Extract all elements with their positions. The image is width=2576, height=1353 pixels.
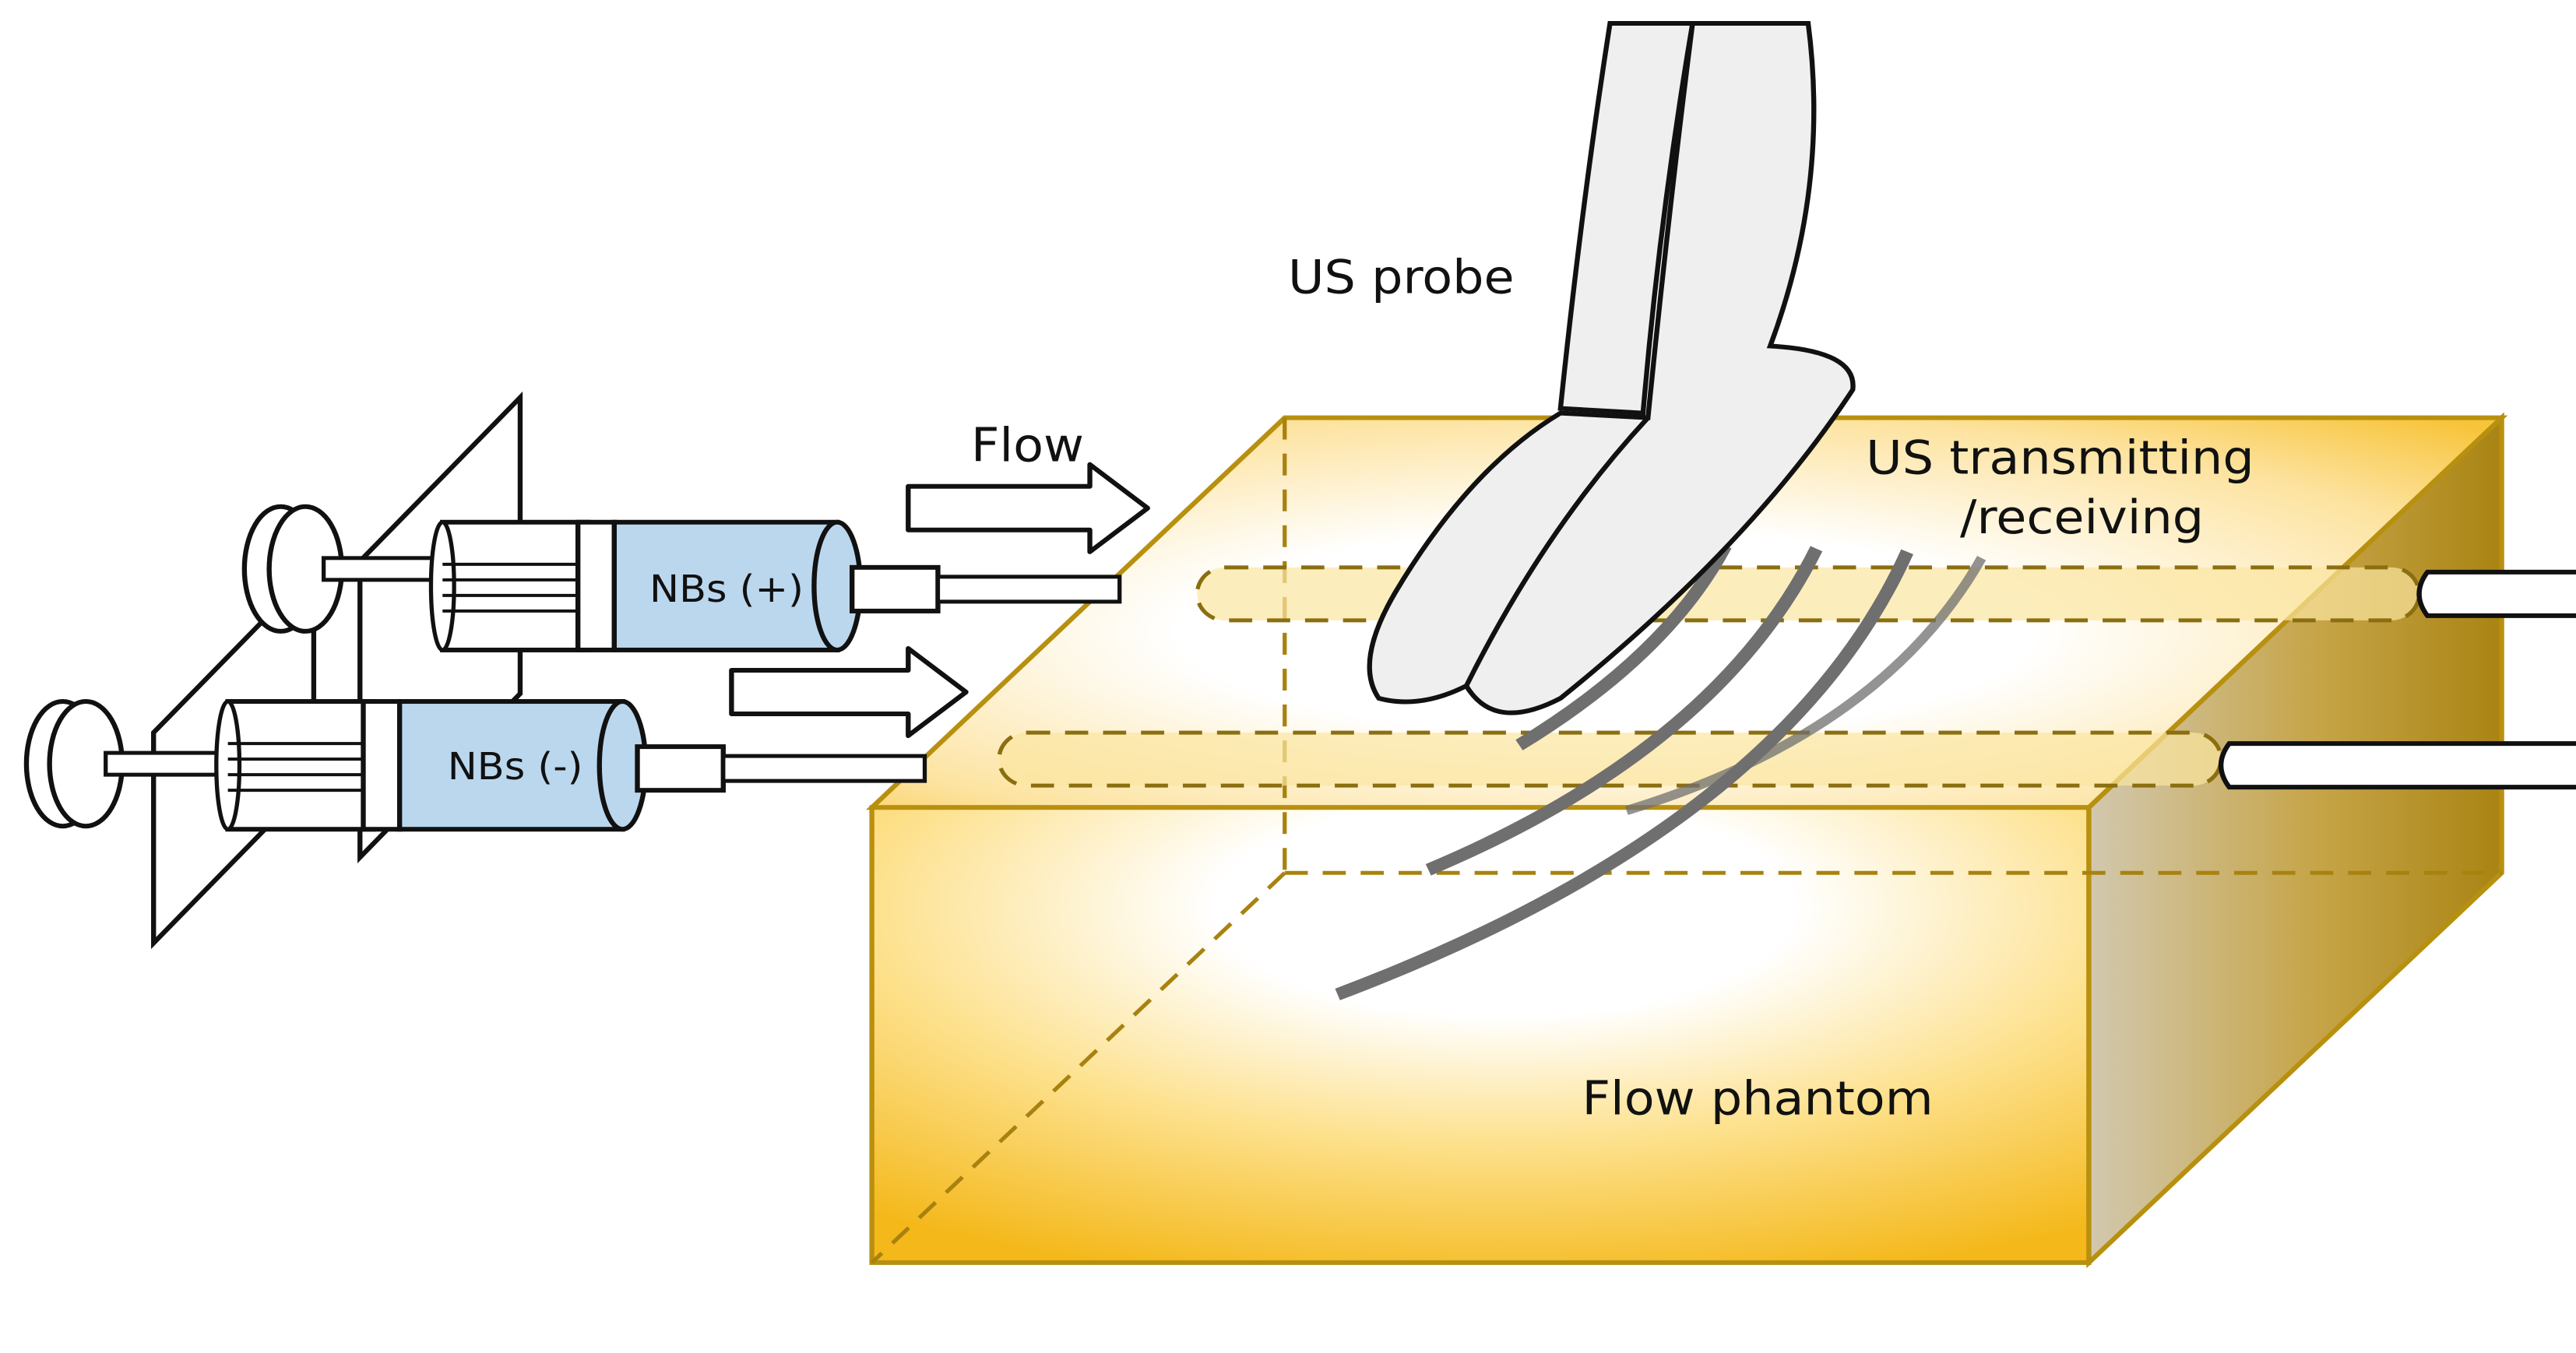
plunger-rod-plus — [321, 556, 442, 582]
nbs-minus-label: NBs (-) — [448, 744, 583, 788]
nbs-plus-label: NBs (+) — [649, 567, 804, 610]
syringe-liquid-minus — [396, 699, 625, 832]
syringe-liquid-plus — [611, 519, 840, 652]
outlet-tubes — [2219, 569, 2576, 790]
syringe-tube-plus — [935, 575, 1122, 604]
probe-handle — [1557, 21, 1696, 416]
hidden-edge-diagonal — [870, 871, 1286, 1264]
syringe-nbs-plus: NBs (+) — [241, 504, 1122, 652]
ultrasound-waves — [1335, 543, 1987, 1000]
lower-outlet-tube — [2219, 741, 2576, 790]
us-wave-1 — [1515, 543, 1732, 750]
flow-label: Flow — [971, 418, 1084, 473]
plunger-seal-plus — [575, 519, 618, 652]
syringe-tube-minus — [721, 754, 927, 783]
syringe-barrel-end-minus — [214, 699, 242, 831]
flow-arrow-upper — [906, 462, 1150, 554]
syringe-pump-frames — [151, 391, 523, 950]
probe-body — [1367, 21, 1856, 715]
syringe-barrel-empty-minus — [225, 699, 376, 832]
upper-outlet-tube — [2416, 569, 2576, 618]
syringe-nozzle-minus — [635, 744, 726, 793]
syringe-barrel-end-plus — [428, 520, 456, 652]
us-wave-3 — [1335, 549, 1913, 1000]
phantom-hidden-edges — [870, 417, 2502, 1264]
diagram-labels: US probe Flow US transmitting /receiving… — [971, 250, 2254, 1126]
plunger-seal-minus — [361, 699, 403, 832]
syringe-barrel-empty-plus — [440, 519, 591, 652]
us-probe — [1367, 21, 1856, 715]
flow-arrows — [729, 462, 1150, 739]
flow-phantom-box — [865, 412, 2508, 1269]
us-transmitting-label: US transmitting — [1866, 430, 2254, 485]
us-receiving-label: /receiving — [1960, 490, 2204, 544]
probe-face-edge — [1464, 416, 1650, 687]
flow-phantom-label: Flow phantom — [1582, 1071, 1933, 1126]
syringe-nbs-minus: NBs (-) — [23, 699, 927, 832]
us-wave-4 — [1624, 555, 1987, 815]
plunger-rod-minus — [104, 750, 227, 777]
lower-flow-channel — [997, 730, 2223, 788]
phantom-front-face — [869, 805, 2092, 1265]
us-wave-2 — [1425, 546, 1823, 876]
flow-arrow-lower — [729, 645, 969, 739]
syringe-nozzle-plus — [850, 564, 941, 613]
us-probe-label: US probe — [1288, 250, 1515, 304]
